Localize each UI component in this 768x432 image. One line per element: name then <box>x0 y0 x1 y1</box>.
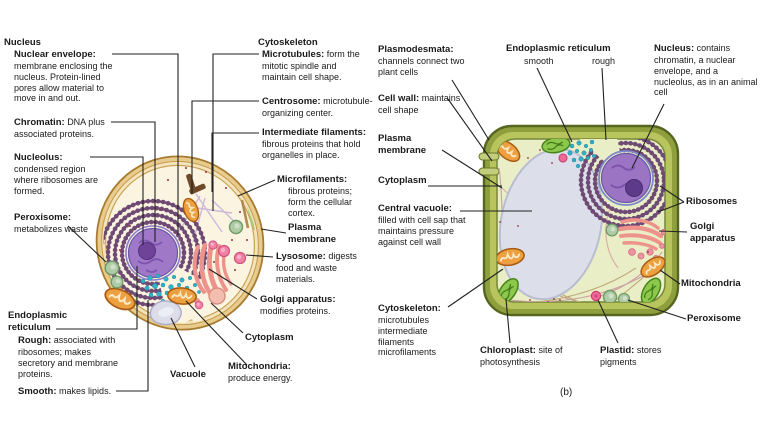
label-plant-nucleus: Nucleus: contains chromatin, a nuclear e… <box>654 43 758 98</box>
label-plant-cell-wall: Cell wall: maintains cell shape <box>378 93 461 115</box>
plant-smooth-er-vesicles <box>567 139 597 169</box>
leader-plant-plastid <box>597 299 619 344</box>
label-plant-plasmodesmata: Plasmodesmata: channels connect two plan… <box>378 44 465 77</box>
label-animal-cytoplasm: Cytoplasm <box>245 332 294 343</box>
plant-cell-illustration <box>478 124 680 317</box>
label-animal-er-smooth: Smooth: makes lipids. <box>18 386 112 397</box>
leader-plant-cytoskeleton <box>447 268 504 308</box>
leader-animal-intermediate-filaments <box>211 132 259 192</box>
label-animal-mitochondria: Mitochondria: produce energy. <box>228 361 293 383</box>
leader-plant-plasma-membrane <box>441 149 503 189</box>
label-plant-cytoskeleton: Cytoskeleton: microtubules intermediate … <box>378 303 441 358</box>
label-plant-peroxisome: Peroxisome <box>687 313 741 324</box>
label-animal-nucleolus: Nucleolus: condensed region where riboso… <box>14 152 99 196</box>
label-plant-plasma-membrane: Plasma membrane <box>378 133 427 156</box>
leader-animal-vacuole <box>170 317 196 368</box>
leader-animal-chromatin <box>111 121 156 242</box>
animal-lysosome <box>233 251 247 265</box>
plant-peroxisome <box>605 223 619 237</box>
animal-nucleolus <box>138 242 156 260</box>
leader-plant-mitochondria <box>659 269 681 285</box>
plant-peroxisome <box>602 289 618 302</box>
animal-ribosomes <box>119 167 248 271</box>
animal-endosome <box>208 287 226 305</box>
leader-animal-microfilaments <box>237 179 276 197</box>
leader-animal-lysosome <box>245 254 274 258</box>
label-animal-plasma-membrane: Plasma membrane <box>288 222 337 245</box>
animal-peroxisome <box>110 275 124 289</box>
animal-lysosome <box>217 244 231 258</box>
label-animal-golgi: Golgi apparatus: modifies proteins. <box>260 294 336 316</box>
leader-animal-nucleolus <box>90 156 144 245</box>
plant-ribosomes <box>499 149 649 302</box>
animal-nuclear-envelope <box>125 225 181 281</box>
leader-animal-cytoplasm <box>210 302 244 334</box>
leader-plant-golgi <box>658 230 688 233</box>
animal-peroxisome <box>228 219 244 235</box>
leader-plant-nucleus <box>631 103 665 169</box>
animal-nucleus <box>125 225 181 281</box>
label-plant-er-rough: rough <box>592 56 616 66</box>
label-animal-microtubules: Microtubules: form the mitotic spindle a… <box>262 49 360 82</box>
label-animal-er-group: Endoplasmic reticulum <box>8 310 68 333</box>
leader-animal-centrosome <box>191 100 259 194</box>
label-plant-er-smooth: smooth <box>524 56 554 66</box>
label-plant-golgi: Golgi apparatus <box>690 221 736 244</box>
plant-plastid <box>590 290 602 302</box>
leader-animal-plasma-membrane <box>260 228 287 234</box>
leader-animal-mitochondria <box>185 300 248 366</box>
animal-vacuole-highlight <box>158 307 174 317</box>
plant-nuclear-envelope <box>598 150 654 206</box>
label-plant-chloroplast: Chloroplast: site of photosynthesis <box>480 345 563 367</box>
plant-pigment-vesicle <box>558 153 568 163</box>
animal-lysosome <box>208 240 218 250</box>
label-animal-nucleus-group: Nucleus <box>4 37 41 48</box>
label-animal-peroxisome: Peroxisome: metabolizes waste <box>14 212 89 234</box>
plant-golgi-apparatus <box>617 218 664 251</box>
label-animal-centrosome: Centrosome: microtubule-organizing cente… <box>262 96 373 118</box>
label-plant-ribosomes: Ribosomes <box>686 196 738 207</box>
plant-nucleus <box>598 150 654 206</box>
panel-label-b: (b) <box>560 387 573 398</box>
label-animal-nuclear-envelope: Nuclear envelope: membrane enclosing the… <box>14 49 113 104</box>
leader-animal-er <box>56 266 138 330</box>
leader-plant-rough-er <box>601 67 607 141</box>
leader-plant-cell-wall <box>447 98 493 162</box>
leader-plant-chloroplast <box>505 298 511 344</box>
label-animal-chromatin: Chromatin: DNA plus associated proteins. <box>14 117 105 139</box>
label-animal-er-rough: Rough: associated with ribosomes; makes … <box>18 335 119 379</box>
animal-cell-illustration <box>95 155 265 331</box>
plant-nucleolus <box>625 179 643 197</box>
leader-lines <box>56 53 688 392</box>
label-animal-lysosome: Lysosome: digests food and waste materia… <box>276 251 357 284</box>
label-plant-er-group: Endoplasmic reticulum <box>506 43 611 54</box>
label-plant-central-vacuole: Central vacuole: filled with cell sap th… <box>378 203 466 247</box>
leader-plant-ribosomes-1 <box>659 185 685 203</box>
animal-peroxisome <box>104 260 120 276</box>
label-animal-cytoskeleton-group: Cytoskeleton <box>258 37 318 48</box>
animal-centrosome <box>186 173 206 195</box>
label-animal-microfilaments: Microfilaments:fibrous proteins; form th… <box>277 174 353 218</box>
animal-lysosome <box>194 300 204 310</box>
leader-animal-nuclear-envelope <box>112 53 179 235</box>
label-animal-intermediate-filaments: Intermediate filaments: fibrous proteins… <box>262 127 366 160</box>
leader-animal-golgi <box>208 268 258 300</box>
leader-plant-ribosomes-2 <box>657 201 685 213</box>
label-plant-plastid: Plastid: stores pigments <box>600 345 662 367</box>
label-animal-vacuole: Vacuole <box>170 369 206 380</box>
leader-animal-microtubules <box>212 53 259 211</box>
leader-plant-peroxisome <box>627 299 687 320</box>
leader-plant-plasmodesmata <box>451 79 490 141</box>
leader-plant-smooth-er <box>536 67 573 143</box>
plant-plasmodesmata <box>478 152 500 176</box>
label-plant-mitochondria: Mitochondria <box>681 278 741 289</box>
leader-animal-peroxisome <box>67 225 107 263</box>
label-plant-cytoplasm: Cytoplasm <box>378 175 427 186</box>
leader-animal-smooth-er <box>116 300 149 392</box>
